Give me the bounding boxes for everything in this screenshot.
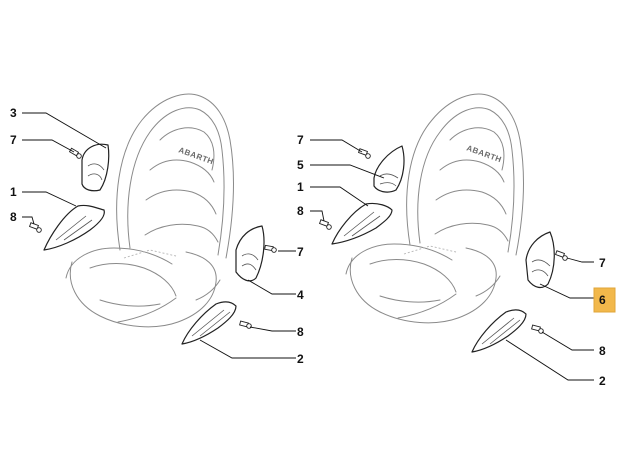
left-part-2-trim [181, 301, 237, 345]
left-callout-7-lower: 7 [297, 245, 304, 259]
left-callout-3: 3 [10, 106, 17, 120]
left-callout-7-upper: 7 [10, 133, 17, 147]
left-callout-1: 1 [10, 185, 17, 199]
right-callouts: 7 5 1 8 7 6 8 2 [297, 133, 616, 388]
left-part-1-trim [43, 204, 105, 251]
right-part-6-side-panel [525, 231, 555, 289]
right-screw-7-upper [357, 148, 371, 159]
left-seat-brand-mark: ABARTH [177, 145, 215, 166]
left-screw-7-upper [68, 147, 82, 159]
left-screw-7-lower [264, 244, 277, 253]
left-callout-2: 2 [297, 352, 304, 366]
right-part-2-trim [471, 309, 527, 353]
left-seat-view: ABARTH [10, 93, 304, 366]
right-callout-5: 5 [297, 158, 304, 172]
left-screw-8-lower [239, 320, 252, 329]
left-callout-8-upper: 8 [10, 210, 17, 224]
right-part-5-side-panel [373, 145, 405, 193]
left-part-3-side-panel [81, 143, 110, 192]
right-callout-2: 2 [599, 374, 606, 388]
right-seat-brand-mark: ABARTH [465, 143, 503, 164]
right-callout-7-upper: 7 [297, 133, 304, 147]
right-screw-7-lower [554, 250, 568, 261]
right-screw-8-lower [531, 324, 544, 334]
left-screw-8-upper [28, 222, 42, 233]
right-callout-6-highlight[interactable] [593, 287, 616, 313]
right-part-1-trim [331, 202, 393, 245]
right-leader-lines [310, 139, 594, 381]
right-callout-8-lower: 8 [599, 344, 606, 358]
right-callout-1: 1 [297, 180, 304, 194]
right-callout-6[interactable]: 6 [599, 293, 606, 307]
right-callout-8-upper: 8 [297, 204, 304, 218]
left-part-4-side-panel [235, 225, 265, 282]
right-callout-7-lower: 7 [599, 256, 606, 270]
right-seat-view: ABARTH [297, 93, 616, 388]
left-leader-lines [22, 112, 296, 359]
left-callouts: 3 7 1 8 7 4 8 2 [10, 106, 304, 366]
left-callout-8-lower: 8 [297, 325, 304, 339]
left-callout-4: 4 [297, 288, 304, 302]
right-screw-8-upper [318, 219, 332, 230]
